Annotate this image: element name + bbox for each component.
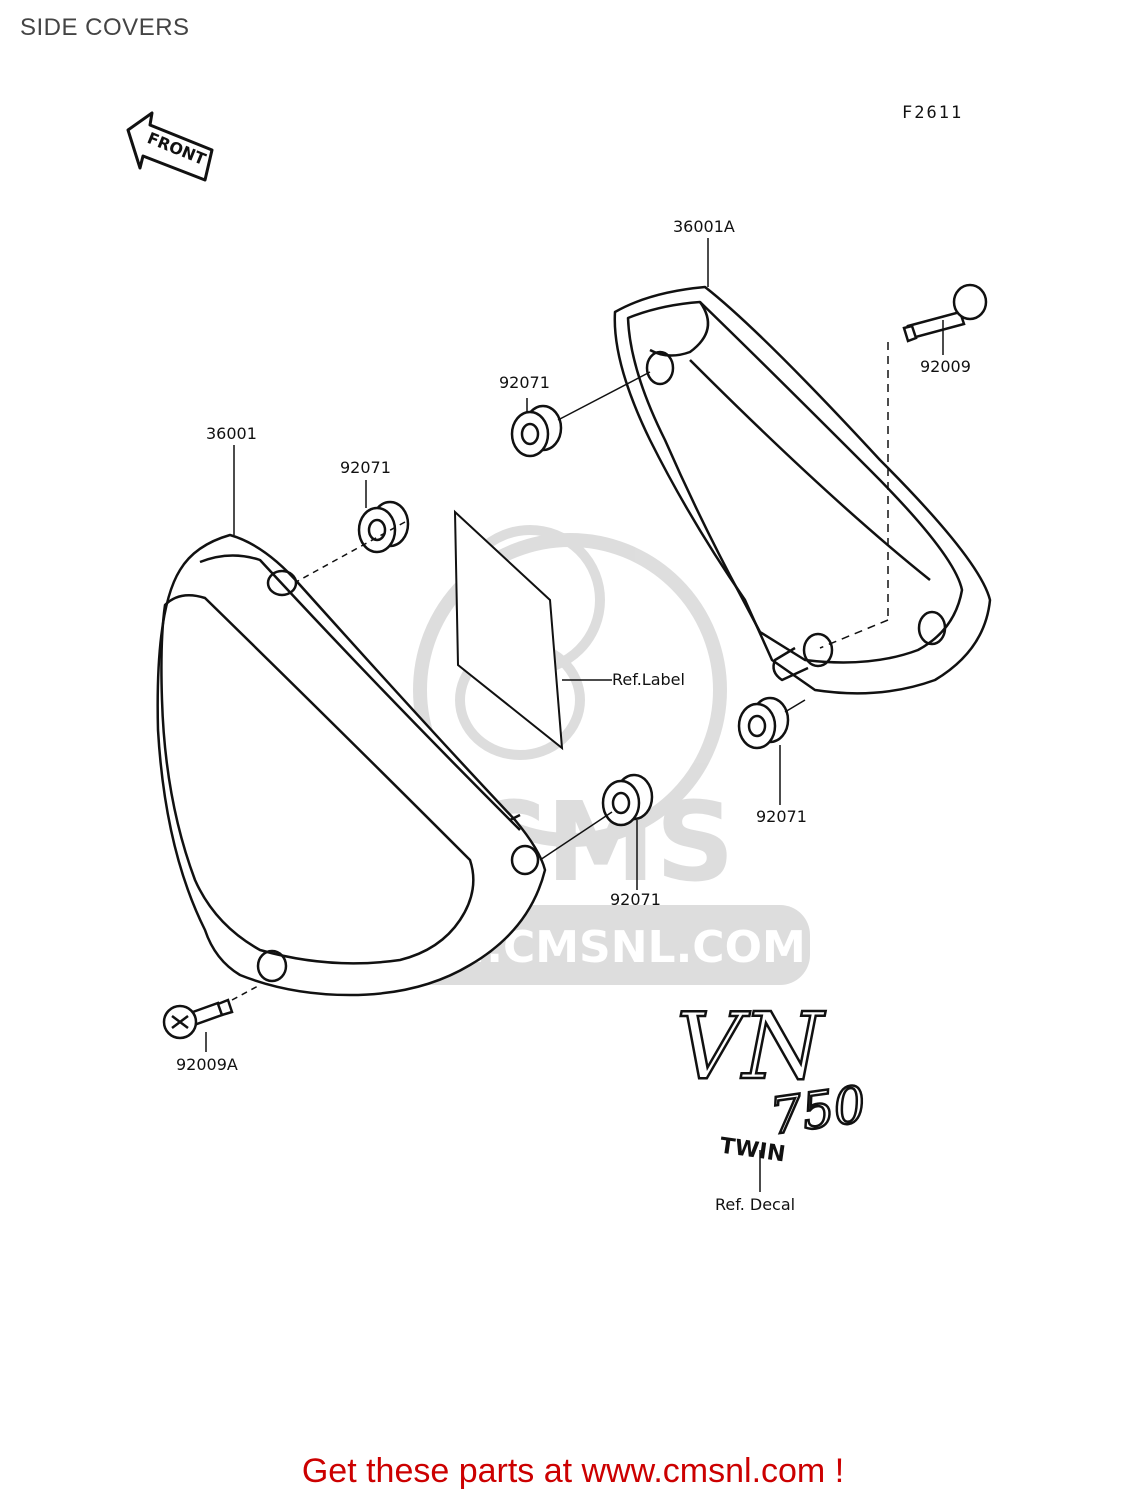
drawing-code: F2611: [902, 103, 963, 123]
callout-ref-decal: Ref. Decal: [715, 1195, 795, 1214]
callout-ref-label: Ref.Label: [612, 670, 685, 689]
leader-lines: [205, 238, 944, 1192]
vn750-decal: VN 750 TWIN: [675, 992, 871, 1168]
grommet-bottom-right: [737, 696, 790, 750]
bolt-right: [902, 283, 988, 343]
reference-label-sheet: [453, 509, 564, 751]
bolt-left: [162, 998, 234, 1040]
decal-main-text: VN: [676, 993, 826, 1100]
grommet-top-right: [510, 404, 563, 458]
callout-92071-top-right: 92071: [499, 373, 550, 392]
callout-36001: 36001: [206, 424, 257, 443]
grommet-bottom-mid: [601, 773, 654, 827]
footer-shop-link[interactable]: Get these parts at www.cmsnl.com !: [301, 1452, 845, 1490]
side-cover-right: [613, 285, 992, 695]
side-cover-left: [156, 533, 547, 997]
page-title: SIDE COVERS: [20, 14, 190, 41]
callout-92071-bottom-mid: 92071: [610, 890, 661, 909]
decal-number-text: 750: [767, 1075, 870, 1146]
callout-92009: 92009: [920, 357, 971, 376]
callout-36001a: 36001A: [673, 217, 735, 236]
callout-92009a: 92009A: [176, 1055, 238, 1074]
callout-92071-bottom-right: 92071: [756, 807, 807, 826]
front-arrow-icon: FRONT: [126, 111, 214, 182]
callout-92071-top-left: 92071: [340, 458, 391, 477]
grommet-top-left: [357, 500, 410, 554]
